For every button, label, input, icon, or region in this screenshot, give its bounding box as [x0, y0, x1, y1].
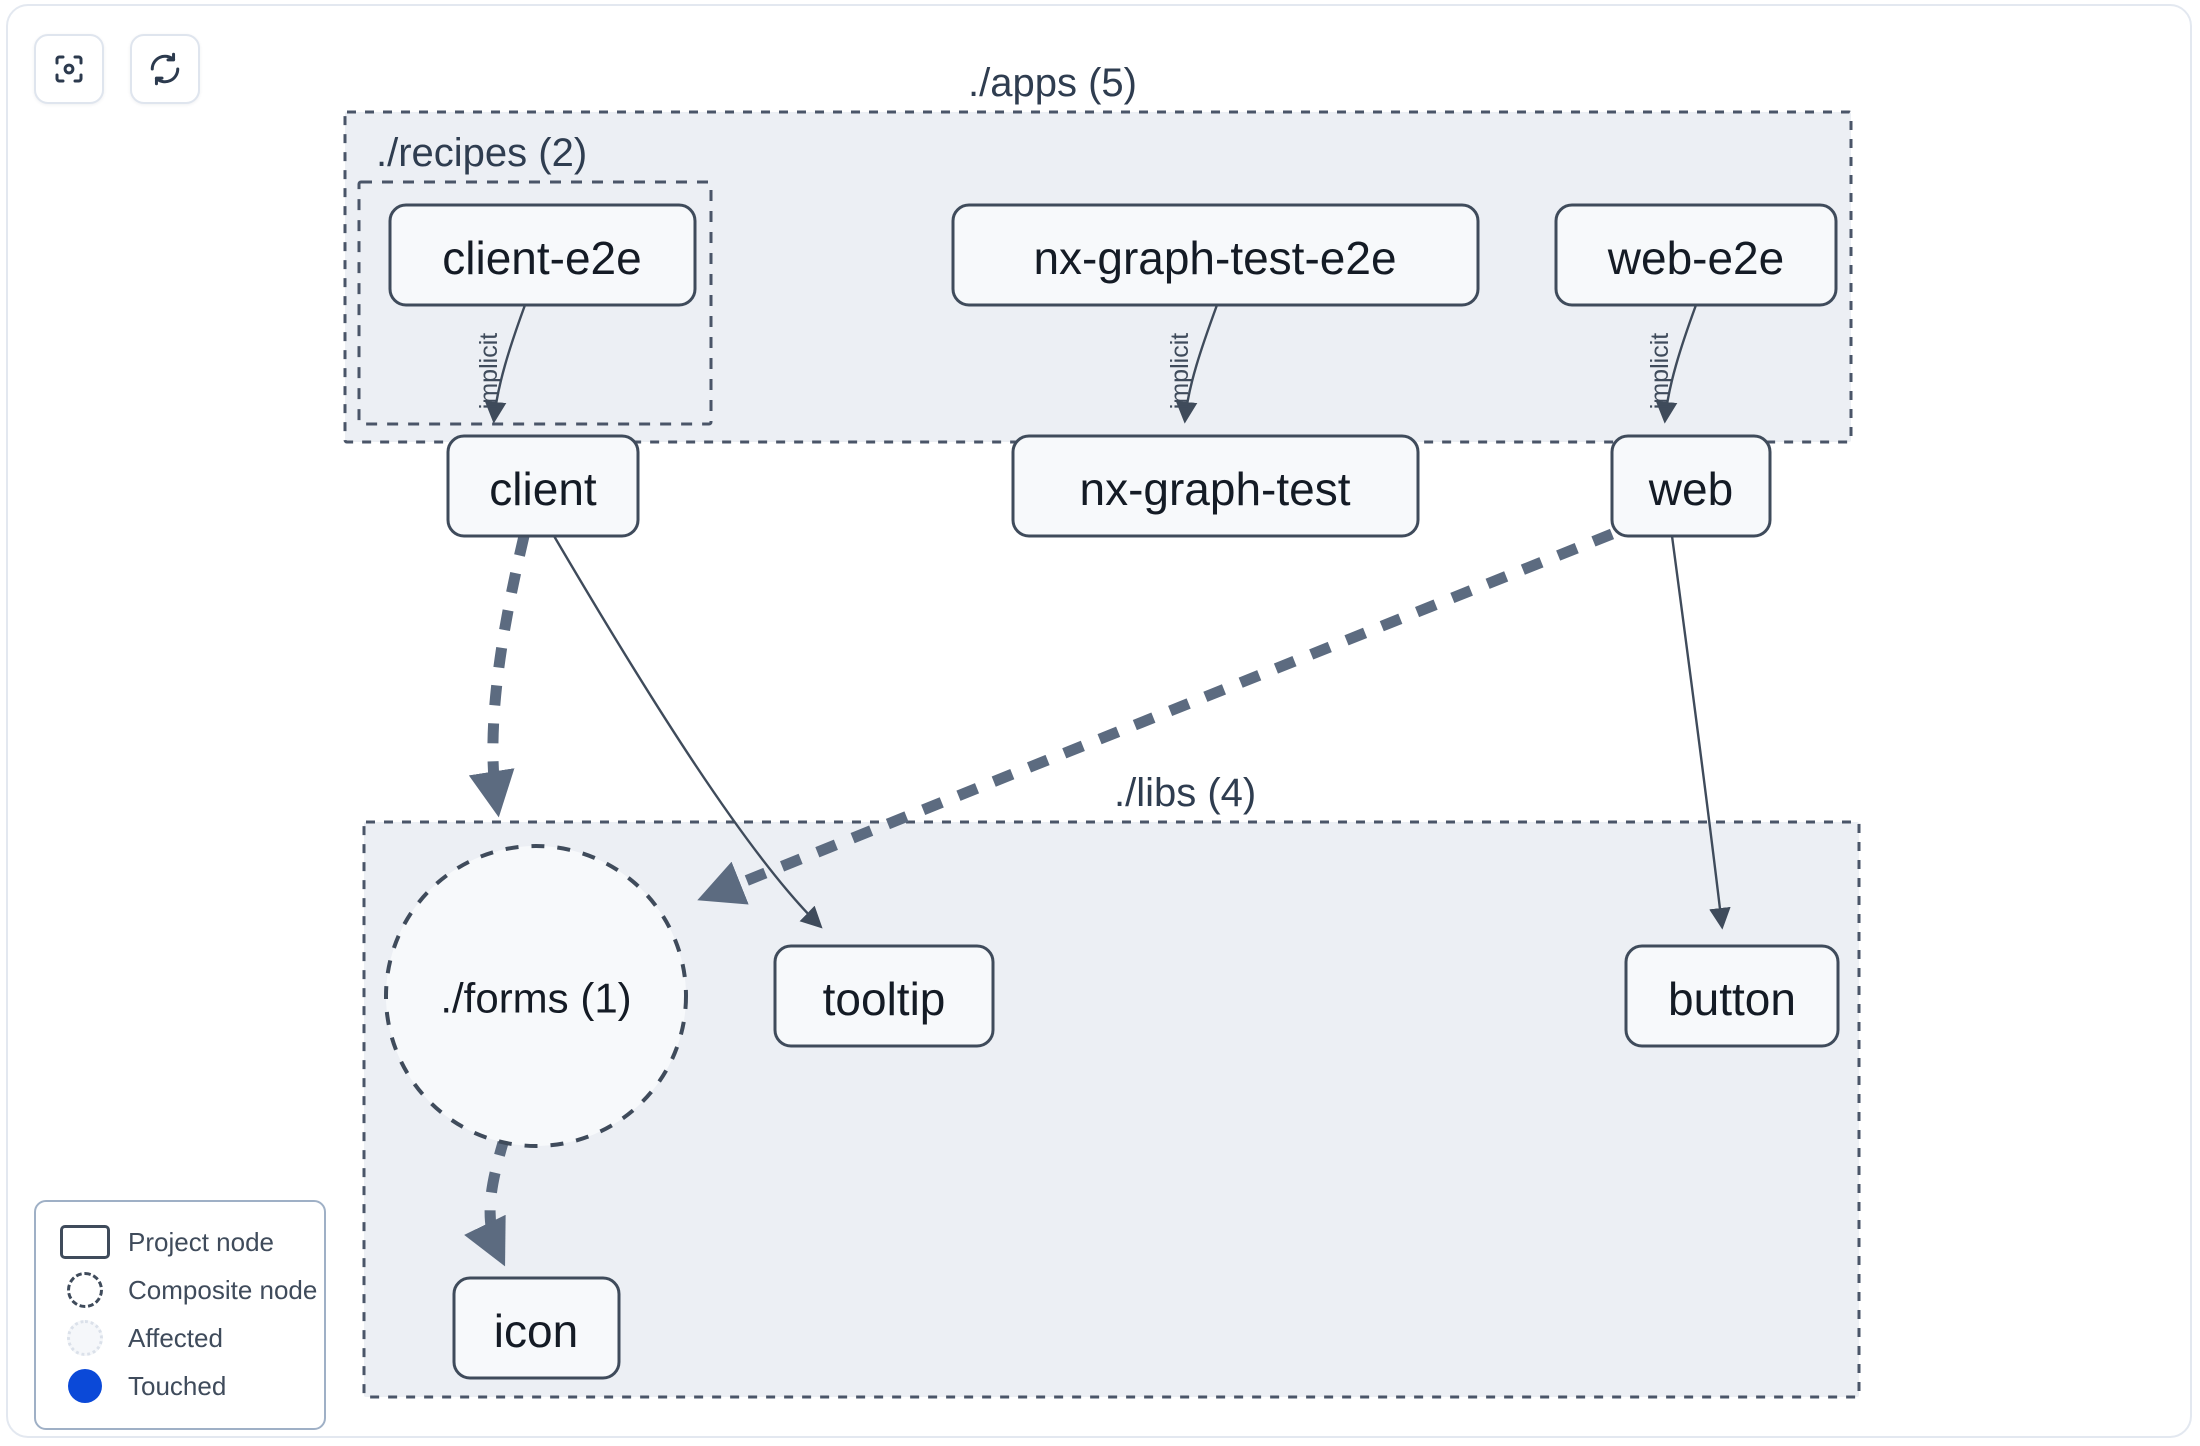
legend-item-affected: Affected [54, 1314, 306, 1362]
container-libs[interactable]: ./libs (4) [362, 771, 1861, 1399]
legend-label-affected: Affected [128, 1322, 223, 1353]
node-client-label: client [489, 463, 597, 515]
node-nx-graph-test[interactable]: nx-graph-test [1011, 434, 1420, 538]
edge-web-to-button [1670, 535, 1731, 930]
node-nx-graph-test-label: nx-graph-test [1079, 463, 1350, 515]
legend-item-touched: Touched [54, 1362, 306, 1410]
edge-label-implicit-3: implicit [1646, 333, 1674, 409]
edge-forms-to-icon [464, 1134, 511, 1267]
edge-client-e2e-to-client: implicit [475, 304, 527, 424]
node-tooltip[interactable]: tooltip [773, 944, 995, 1048]
node-web-label: web [1648, 463, 1733, 515]
legend-label-project-node: Project node [128, 1226, 274, 1257]
composite-node-swatch-icon [54, 1272, 116, 1308]
node-icon-label: icon [494, 1305, 578, 1357]
legend-item-composite-node: Composite node [54, 1266, 317, 1314]
node-tooltip-label: tooltip [823, 973, 946, 1025]
graph-canvas[interactable]: ./apps (5) ./recipes (2) ./libs (4) impl… [6, 4, 2192, 1438]
node-client[interactable]: client [446, 434, 640, 538]
refresh-icon [147, 51, 183, 87]
node-nx-graph-test-e2e-label: nx-graph-test-e2e [1033, 232, 1396, 284]
node-button[interactable]: button [1624, 944, 1840, 1048]
edge-label-implicit-2: implicit [1166, 333, 1194, 409]
node-web[interactable]: web [1610, 434, 1772, 538]
container-libs-label: ./libs (4) [1114, 771, 1256, 815]
graph-legend: Project node Composite node Affected Tou… [34, 1200, 326, 1430]
affected-swatch-icon [54, 1320, 116, 1356]
edge-label-implicit-1: implicit [475, 333, 503, 409]
node-forms[interactable]: ./forms (1) [384, 844, 688, 1148]
graph-toolbar [34, 34, 200, 104]
node-icon[interactable]: icon [452, 1276, 621, 1380]
node-forms-label: ./forms (1) [440, 975, 631, 1022]
node-nx-graph-test-e2e[interactable]: nx-graph-test-e2e [951, 203, 1480, 307]
container-apps-label: ./apps (5) [968, 61, 1137, 105]
legend-label-touched: Touched [128, 1370, 227, 1401]
edge-web-to-forms [697, 528, 1615, 905]
focus-icon [51, 51, 87, 87]
node-client-e2e-label: client-e2e [442, 232, 641, 284]
node-client-e2e[interactable]: client-e2e [388, 203, 697, 307]
focus-graph-button[interactable] [34, 34, 104, 104]
edge-client-to-tooltip [552, 535, 823, 929]
node-button-label: button [1668, 973, 1796, 1025]
touched-swatch-icon [54, 1369, 116, 1403]
refresh-graph-button[interactable] [130, 34, 200, 104]
legend-item-project-node: Project node [54, 1218, 306, 1266]
container-recipes-label: ./recipes (2) [376, 131, 587, 175]
legend-label-composite-node: Composite node [128, 1274, 318, 1305]
node-web-e2e[interactable]: web-e2e [1554, 203, 1838, 307]
graph-svg: ./apps (5) ./recipes (2) ./libs (4) impl… [343, 61, 1861, 1399]
node-web-e2e-label: web-e2e [1607, 232, 1784, 284]
project-node-swatch-icon [54, 1225, 116, 1259]
edge-client-to-forms [468, 534, 530, 818]
edge-web-e2e-to-web: implicit [1646, 304, 1698, 424]
edge-nx-graph-test-e2e-to-nx-graph-test: implicit [1166, 304, 1219, 424]
